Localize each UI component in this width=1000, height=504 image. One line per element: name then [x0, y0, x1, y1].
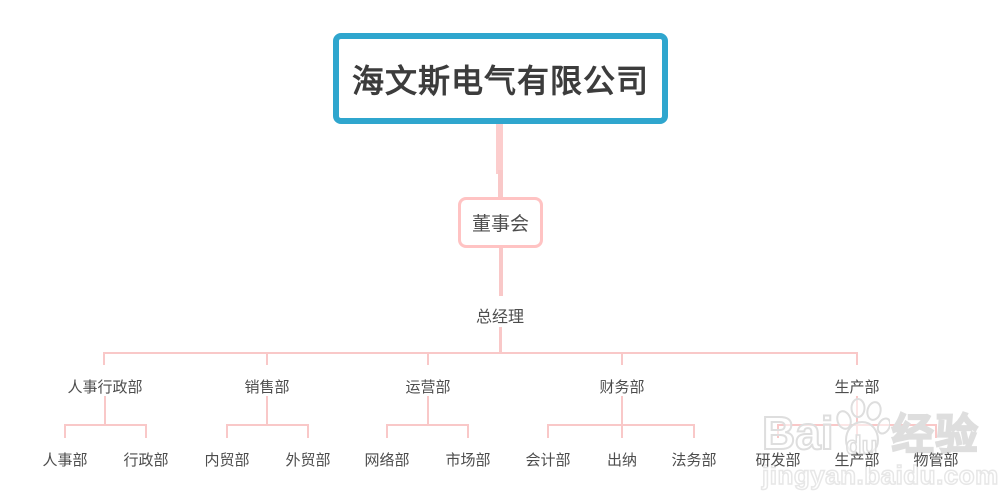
connector-line	[64, 424, 147, 426]
connector-line	[856, 396, 858, 426]
connector-line	[386, 424, 469, 426]
node-board[interactable]: 董事会	[458, 197, 543, 248]
connector-line	[547, 424, 549, 438]
connector-line	[266, 352, 268, 365]
node-general-manager[interactable]: 总经理	[475, 309, 525, 326]
connector-line	[386, 424, 388, 438]
connector-line	[64, 424, 66, 438]
node-sub-production[interactable]: 生产部	[834, 452, 880, 469]
node-sub-accounting[interactable]: 会计部	[525, 452, 571, 469]
node-dept-operations[interactable]: 运营部	[405, 379, 451, 396]
baidu-jingyan-watermark: Bai du 经验 jingyan.baidu.com	[761, 398, 999, 489]
connector-line	[496, 124, 503, 174]
baidu-logo: Bai du 经验	[761, 398, 994, 459]
node-sub-marketing[interactable]: 市场部	[445, 452, 491, 469]
company-title: 海文斯电气有限公司	[351, 62, 649, 99]
connector-line	[427, 352, 429, 365]
node-dept-sales[interactable]: 销售部	[244, 379, 290, 396]
connector-line	[266, 396, 268, 426]
connector-line	[467, 424, 469, 438]
node-dept-finance[interactable]: 财务部	[599, 379, 645, 396]
connector-line	[307, 424, 309, 438]
connector-line	[226, 424, 228, 438]
connector-line	[226, 424, 309, 426]
node-sub-cashier[interactable]: 出纳	[606, 452, 638, 469]
node-dept-hr-admin[interactable]: 人事行政部	[67, 379, 143, 396]
connector-line	[621, 424, 623, 438]
connector-line	[499, 248, 503, 296]
connector-line	[777, 424, 779, 438]
node-dept-production[interactable]: 生产部	[834, 379, 880, 396]
connector-line	[499, 327, 502, 354]
connector-line	[103, 352, 105, 365]
node-sub-domestic[interactable]: 内贸部	[204, 452, 250, 469]
node-sub-foreign[interactable]: 外贸部	[285, 452, 331, 469]
board-label: 董事会	[471, 214, 529, 235]
connector-line	[103, 352, 858, 354]
connector-line	[621, 352, 623, 365]
connector-line	[856, 424, 858, 438]
connector-line	[498, 170, 503, 199]
connector-line	[693, 424, 695, 438]
node-sub-materials[interactable]: 物管部	[913, 452, 959, 469]
connector-line	[104, 396, 106, 426]
baidu-paw-icon: du	[834, 398, 890, 459]
node-sub-hr[interactable]: 人事部	[42, 452, 88, 469]
connector-line	[621, 396, 623, 426]
node-sub-admin[interactable]: 行政部	[123, 452, 169, 469]
connector-line	[856, 352, 858, 365]
node-company[interactable]: 海文斯电气有限公司	[333, 33, 668, 124]
connector-line	[427, 396, 429, 426]
node-sub-network[interactable]: 网络部	[364, 452, 410, 469]
connector-line	[935, 424, 937, 438]
connector-line	[145, 424, 147, 438]
node-sub-legal[interactable]: 法务部	[671, 452, 717, 469]
node-sub-rnd[interactable]: 研发部	[755, 452, 801, 469]
